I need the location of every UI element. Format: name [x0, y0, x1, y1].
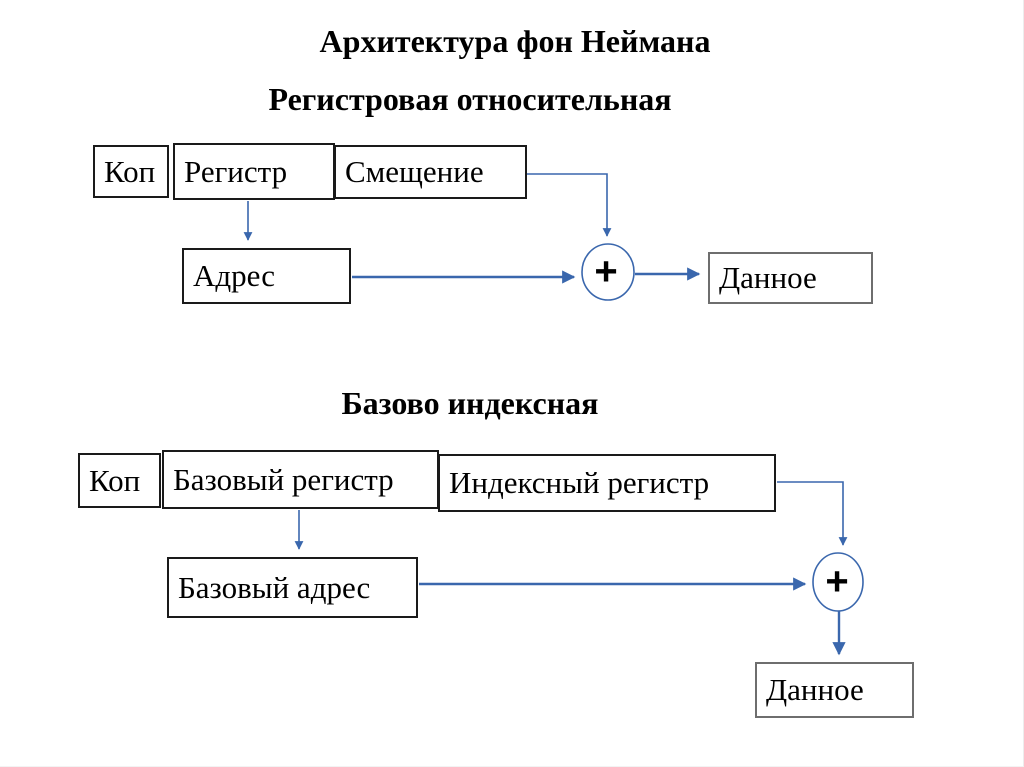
instruction-field-index-register: Индексный регистр — [438, 454, 776, 512]
adder-plus-1: + — [594, 249, 618, 294]
base-address-box: Базовый адрес — [167, 557, 418, 618]
instruction-field-register: Регистр — [173, 143, 335, 200]
main-title: Архитектура фон Неймана — [319, 23, 711, 59]
adder-plus-2: + — [825, 559, 849, 604]
connector-offset-to-adder1 — [527, 173, 612, 237]
data-box-1: Данное — [708, 252, 873, 304]
address-box: Адрес — [182, 248, 351, 304]
instruction-field-offset: Смещение — [334, 145, 527, 199]
instruction-field-base-register: Базовый регистр — [162, 450, 439, 509]
instruction-field-opcode-1: Коп — [93, 145, 169, 198]
instruction-field-opcode-2: Коп — [78, 453, 161, 508]
connector-index-register-to-adder2 — [777, 481, 848, 546]
subtitle-register-relative: Регистровая относительная — [268, 81, 672, 117]
subtitle-base-indexed: Базово индексная — [341, 385, 599, 421]
data-box-2: Данное — [755, 662, 914, 718]
